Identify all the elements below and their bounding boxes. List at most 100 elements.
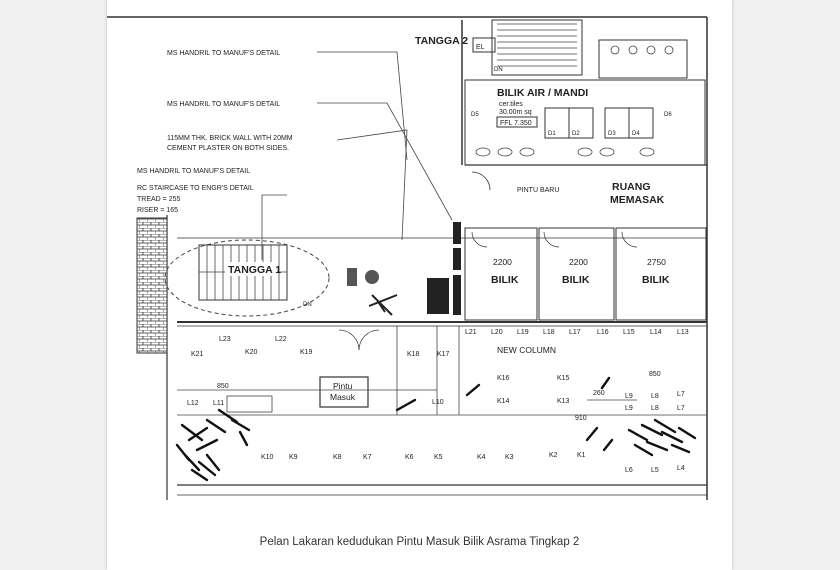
bed-label: K10 (261, 454, 274, 461)
cubicle-label: D4 (632, 131, 640, 137)
tangga-2-label: TANGGA 2 (415, 35, 468, 47)
bed-label: K6 (405, 454, 414, 461)
bed-label: L8 (651, 405, 659, 412)
locker-label: L21 (465, 329, 477, 336)
tangga-1-bg (225, 262, 277, 276)
bed-label: L22 (275, 336, 287, 343)
note-handrail-2: MS HANDRIL TO MANUF'S DETAIL (167, 101, 280, 108)
document-sheet: TANGGA 2 EL DN BILIK AIR / MANDI cer.til… (107, 0, 732, 570)
bilik-dim: 2200 (569, 257, 588, 267)
bed-label: L10 (432, 399, 444, 406)
bed-label: L8 (651, 393, 659, 400)
cubicle-label: D6 (664, 112, 672, 118)
bed-label: K17 (437, 351, 450, 358)
bed-label: L7 (677, 391, 685, 398)
bilik-dim: 2200 (493, 257, 512, 267)
outer-walls (166, 17, 708, 500)
pintu-masuk-label-1: Pintu (333, 381, 353, 391)
new-column-label: NEW COLUMN (497, 345, 556, 355)
bed-label: L5 (651, 467, 659, 474)
dim-850-left: 850 (217, 383, 229, 390)
fixtures (347, 268, 398, 316)
bed-label: K16 (497, 375, 510, 382)
ruang-label: RUANG (612, 181, 651, 193)
cubicle-label: D1 (548, 131, 556, 137)
note-staircase: RC STAIRCASE TO ENGR'S DETAIL (137, 185, 254, 192)
bed-label: L12 (187, 400, 199, 407)
locker-label: L13 (677, 329, 689, 336)
bed-label: K4 (477, 454, 486, 461)
level-label: FFL 7.350 (500, 120, 532, 127)
level-box (496, 116, 538, 128)
area-label: 30.00m sq (499, 109, 532, 116)
pintu-masuk-box (319, 376, 369, 408)
el-label: EL (476, 44, 485, 51)
bed-label: K2 (549, 452, 558, 459)
arrow-markers-right (627, 418, 697, 457)
bed-label: K18 (407, 351, 420, 358)
bilik-rooms (427, 222, 707, 321)
tangga-1-label: TANGGA 1 (228, 264, 281, 276)
locker-label: L17 (569, 329, 581, 336)
dim-910: 910 (575, 415, 587, 422)
bed-label: K1 (577, 452, 586, 459)
cubicle-label: D2 (572, 131, 580, 137)
brick-column-left (136, 217, 168, 354)
note-handrail-3: MS HANDRIL TO MANUF'S DETAIL (137, 168, 250, 175)
pintu-masuk-label-2: Masuk (330, 392, 356, 402)
bed-label: K13 (557, 398, 570, 405)
bed-label: L23 (219, 336, 231, 343)
dorm-interior (177, 326, 707, 416)
bed-labels: K21 L23 K20 L22 K19 K18 K17 K16 K15 K14 … (187, 336, 685, 474)
locker-label: L16 (597, 329, 609, 336)
bed-label: L4 (677, 465, 685, 472)
arrow-markers-left (175, 408, 251, 482)
bed-label: K19 (300, 349, 313, 356)
bed-label: K5 (434, 454, 443, 461)
kitchen-area (471, 171, 491, 191)
memasak-label: MEMASAK (610, 194, 665, 206)
bed-label: K9 (289, 454, 298, 461)
bed-label: K8 (333, 454, 342, 461)
dim-850-right: 850 (649, 371, 661, 378)
cubicle-label: D5 (471, 112, 479, 118)
arrow-markers-center (395, 376, 614, 452)
locker-label: L20 (491, 329, 503, 336)
bathroom-block (464, 39, 706, 166)
staircase-2 (472, 19, 583, 76)
note-tread: TREAD = 255 (137, 196, 180, 203)
bed-label: L9 (625, 393, 633, 400)
note-brick-wall-1: 115MM THK. BRICK WALL WITH 20MM (167, 135, 293, 142)
locker-label: L15 (623, 329, 635, 336)
bed-label: K21 (191, 351, 204, 358)
bed-label: L9 (625, 405, 633, 412)
figure-caption: Pelan Lakaran kedudukan Pintu Masuk Bili… (259, 536, 580, 548)
bed-label: L6 (625, 467, 633, 474)
bilik-air-label: BILIK AIR / MANDI (497, 87, 588, 99)
bed-label: K20 (245, 349, 258, 356)
locker-label: L19 (517, 329, 529, 336)
dn-label-stair1: DN (303, 302, 312, 308)
bilik-label: BILIK (491, 274, 519, 286)
bilik-dim: 2750 (647, 257, 666, 267)
leader-lines (261, 51, 453, 260)
dim-260: 260 (593, 390, 605, 397)
locker-label: L18 (543, 329, 555, 336)
note-riser: RISER = 165 (137, 207, 178, 214)
bilik-label: BILIK (562, 274, 590, 286)
bilik-label: BILIK (642, 274, 670, 286)
cubicle-label: D3 (608, 131, 616, 137)
locker-row-top: L21 L20 L19 L18 L17 L16 L15 L14 L13 (465, 329, 689, 336)
bed-label: K14 (497, 398, 510, 405)
bed-label: L11 (213, 400, 224, 407)
bed-label: K3 (505, 454, 514, 461)
cer-tiles-label: cer.tiles (499, 101, 523, 108)
dn-label-top: DN (494, 67, 503, 73)
bed-label: K15 (557, 375, 570, 382)
floor-plan-drawing: TANGGA 2 EL DN BILIK AIR / MANDI cer.til… (107, 16, 708, 500)
bed-label: L7 (677, 405, 685, 412)
pintu-baru-label: PINTU BARU (517, 187, 559, 194)
bed-label: K7 (363, 454, 372, 461)
note-brick-wall-2: CEMENT PLASTER ON BOTH SIDES. (167, 145, 289, 152)
note-handrail-1: MS HANDRIL TO MANUF'S DETAIL (167, 50, 280, 57)
